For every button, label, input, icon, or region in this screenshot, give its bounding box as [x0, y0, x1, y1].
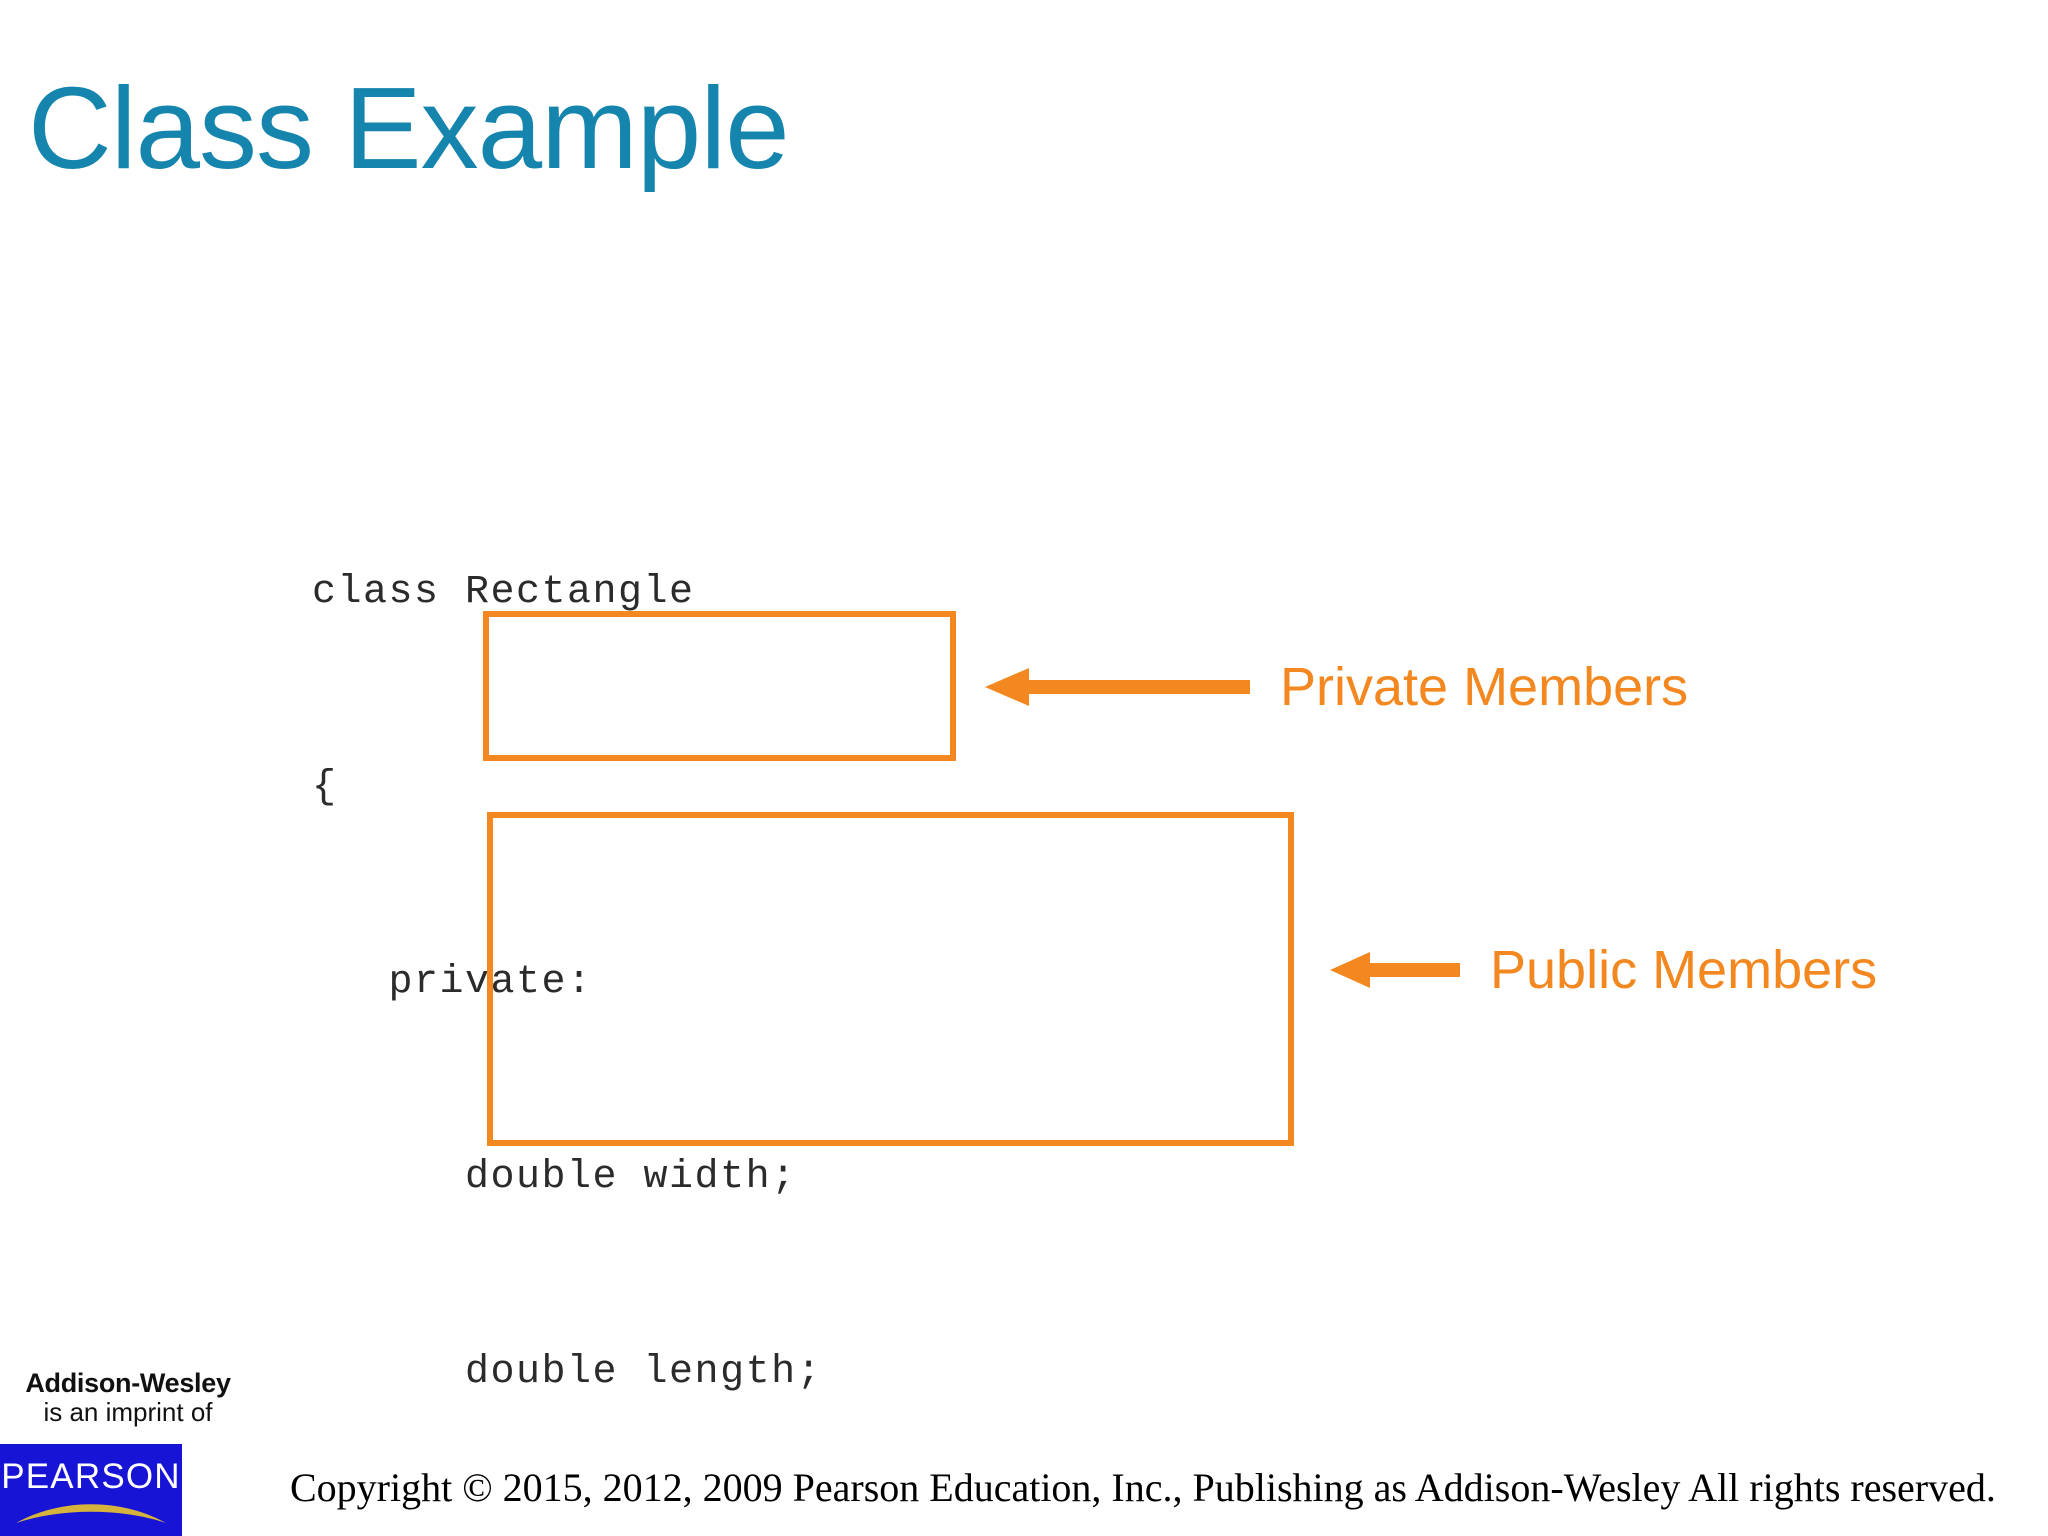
code-line: double width; [312, 1155, 797, 1200]
private-members-highlight-box [483, 611, 956, 761]
code-line: double length; [312, 1350, 823, 1395]
page-title: Class Example [28, 63, 790, 193]
public-members-highlight-box [487, 812, 1294, 1146]
private-members-label: Private Members [1280, 657, 1689, 717]
imprint-brand-name: Addison-Wesley [25, 1368, 231, 1398]
private-members-callout: Private Members [985, 652, 1688, 722]
left-arrow-icon [985, 668, 1250, 706]
public-members-callout: Public Members [1330, 935, 1877, 1005]
left-arrow-icon [1330, 952, 1460, 988]
imprint-subtitle: is an imprint of [43, 1397, 213, 1428]
pearson-arc-icon [16, 1504, 166, 1523]
public-members-label: Public Members [1490, 940, 1878, 1000]
code-line: class Rectangle [312, 570, 695, 615]
pearson-logo: PEARSON [0, 1444, 182, 1536]
imprint-block: Addison-Wesley is an imprint of [14, 1368, 242, 1428]
code-line: { [312, 765, 338, 810]
copyright-notice: Copyright © 2015, 2012, 2009 Pearson Edu… [290, 1465, 1996, 1510]
pearson-wordmark: PEARSON [1, 1457, 181, 1496]
